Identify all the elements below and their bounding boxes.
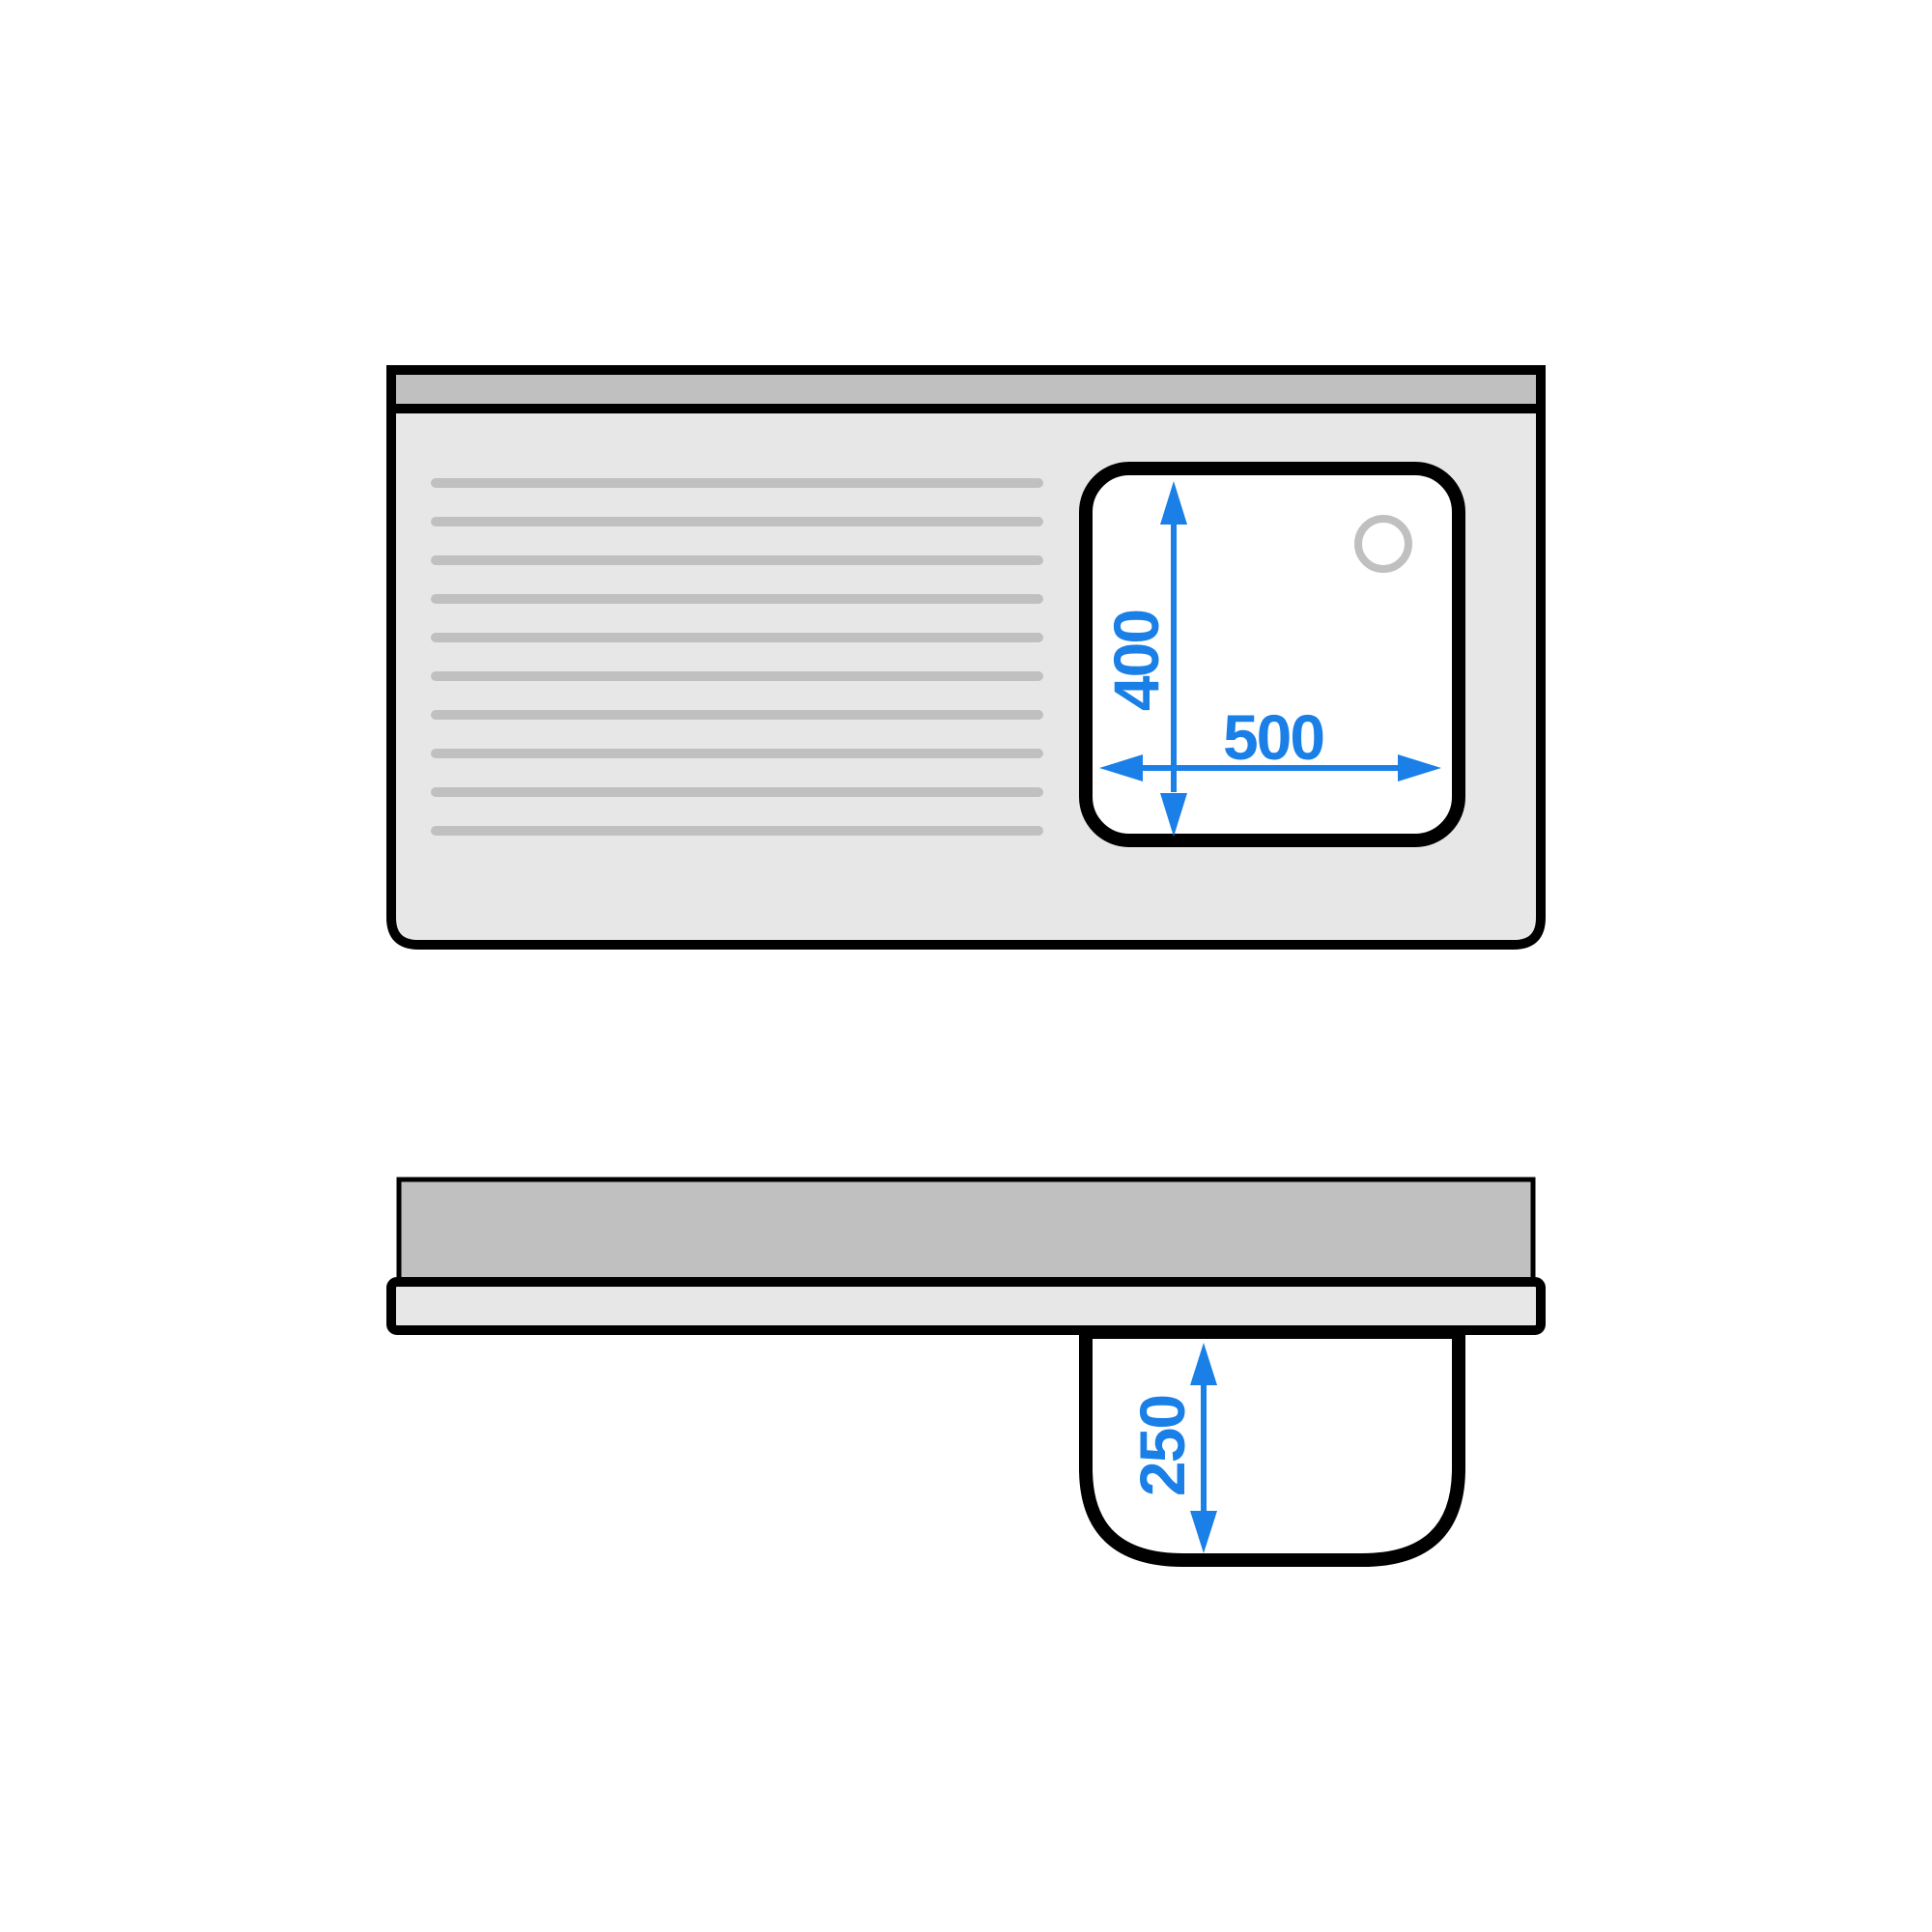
height-dimension [1190,1343,1217,1553]
depth-dimension [1160,481,1187,837]
top-view: 400 500 [386,365,1546,950]
backsplash-front [396,1177,1536,1284]
bowl-height-label: 250 [1126,1396,1198,1496]
bowl-width-label: 500 [1223,701,1323,773]
worktop-lip-front [386,1277,1546,1335]
rear-upstand-strip [386,365,1546,413]
width-dimension [1099,754,1441,781]
bowl-depth-label: 400 [1100,611,1172,711]
drain-hole-icon [1354,515,1412,573]
drainer-grooves [431,478,1043,836]
front-view: 250 [386,1177,1546,1567]
bowl-rim-joint [1079,1325,1465,1339]
bowl-front-outline [1079,1328,1465,1567]
